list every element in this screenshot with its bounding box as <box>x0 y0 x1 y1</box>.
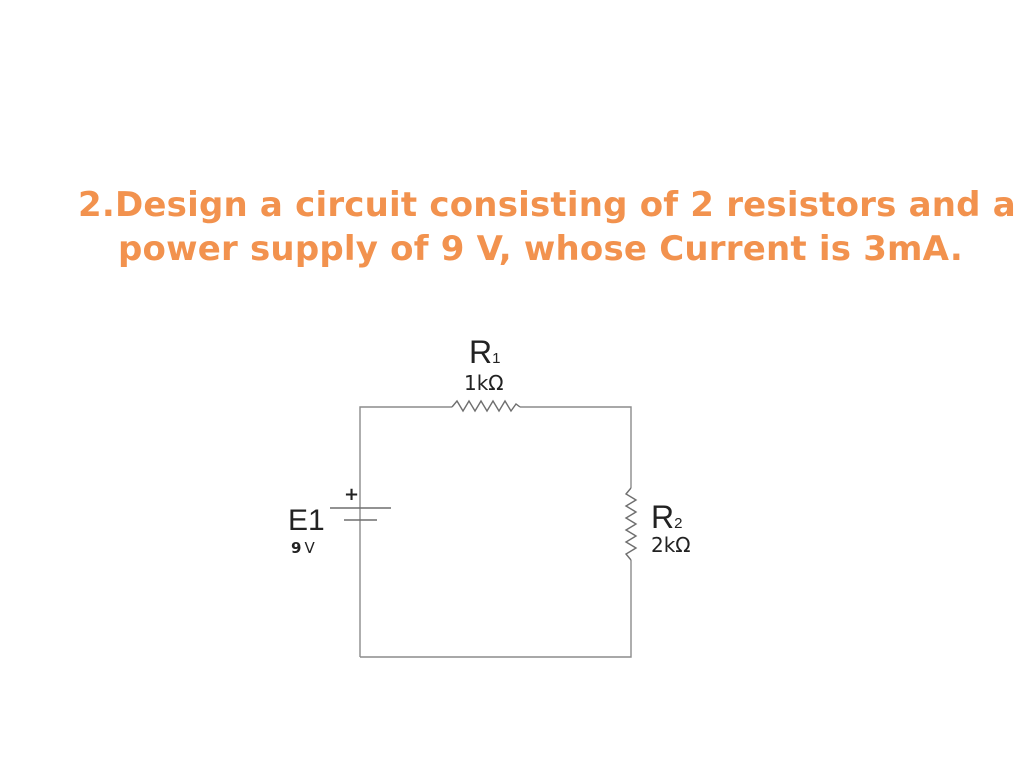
r1-value: 1kΩ <box>464 371 504 395</box>
r1-label: R1 <box>469 334 500 370</box>
r2-value: 2kΩ <box>651 533 691 557</box>
wire-top-right <box>520 406 632 488</box>
e1-unit: V <box>304 539 315 557</box>
resistor-r2 <box>624 487 638 561</box>
r1-index: 1 <box>492 350 500 367</box>
e1-polarity: + <box>344 484 359 505</box>
e1-name: E1 <box>288 504 325 537</box>
e1-voltage: 9 <box>291 539 301 557</box>
r2-index: 2 <box>674 515 682 532</box>
wire-right-bottom <box>360 560 632 658</box>
r1-letter: R <box>469 334 492 370</box>
r2-letter: R <box>651 499 674 535</box>
question-text: 2.Design a circuit consisting of 2 resis… <box>78 185 1016 269</box>
wire-top-left <box>359 406 452 657</box>
r2-label: R2 <box>651 499 682 535</box>
resistor-r1 <box>451 399 521 413</box>
